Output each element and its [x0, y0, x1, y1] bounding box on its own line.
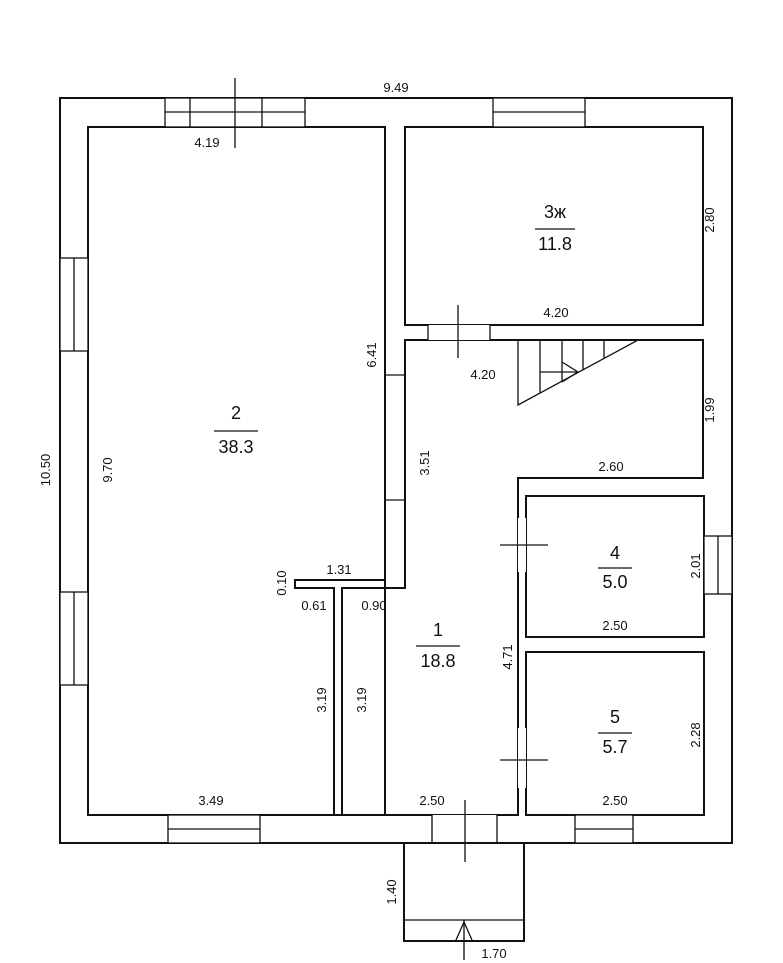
svg-text:11.8: 11.8: [538, 234, 572, 254]
dim-room2-lower-left: 3.19: [314, 687, 329, 712]
room-label-1: 1 18.8: [416, 620, 460, 671]
svg-text:18.8: 18.8: [420, 651, 455, 671]
dim-room5-width: 2.50: [602, 793, 627, 808]
dim-room1-width: 2.50: [419, 793, 444, 808]
dim-room5-height: 2.28: [688, 722, 703, 747]
room-3-outline: [404, 126, 704, 326]
door-entrance: [431, 800, 498, 862]
svg-text:4: 4: [610, 543, 620, 563]
window-left-lower: [59, 591, 89, 686]
svg-text:1: 1: [433, 620, 443, 640]
dim-porch-width: 1.70: [481, 946, 506, 961]
dim-corridor-height: 3.51: [417, 450, 432, 475]
dim-overall-height: 10.50: [38, 454, 53, 487]
dim-room4-height: 2.01: [688, 553, 703, 578]
window-bottom-right: [574, 814, 634, 844]
staircase: [517, 339, 639, 407]
room-label-4: 4 5.0: [598, 543, 632, 592]
dim-step-a: 0.61: [301, 598, 326, 613]
dim-hall-width: 2.60: [598, 459, 623, 474]
room-label-3: 3ж 11.8: [535, 202, 575, 254]
dim-room1-right: 4.71: [500, 644, 515, 669]
svg-text:3ж: 3ж: [544, 202, 566, 222]
svg-text:5.7: 5.7: [602, 737, 627, 757]
room-1-outline: [341, 339, 704, 816]
dim-room2-top: 4.19: [194, 135, 219, 150]
dim-porch-depth: 1.40: [384, 879, 399, 904]
dim-stair-width: 4.20: [470, 367, 495, 382]
svg-text:38.3: 38.3: [218, 437, 253, 457]
porch: [403, 842, 525, 960]
svg-text:2: 2: [231, 403, 241, 423]
dim-room3-height: 2.80: [702, 207, 717, 232]
room-label-2: 2 38.3: [214, 403, 258, 457]
dim-room1-left: 3.19: [354, 687, 369, 712]
dim-room2-right: 6.41: [364, 342, 379, 367]
dim-overall-width: 9.49: [383, 80, 408, 95]
window-bottom-left: [167, 814, 261, 844]
svg-text:5: 5: [610, 707, 620, 727]
dim-room3-width: 4.20: [543, 305, 568, 320]
window-right: [703, 535, 733, 595]
dim-room2-height: 9.70: [100, 457, 115, 482]
outer-wall-exterior: [59, 97, 733, 844]
room-label-5: 5 5.7: [598, 707, 632, 757]
dim-room2-bottom: 3.49: [198, 793, 223, 808]
dim-hall-height: 1.99: [702, 397, 717, 422]
dim-room4-width: 2.50: [602, 618, 627, 633]
window-top-right: [492, 97, 586, 128]
window-left-upper: [59, 257, 89, 352]
dim-wall-thickness: 0.10: [274, 570, 289, 595]
window-top-left: [164, 78, 306, 148]
room-4-outline: [525, 495, 705, 638]
dim-step-b: 0.90: [361, 598, 386, 613]
door-room-4: [500, 518, 548, 572]
room-2-right-wall: [294, 127, 386, 815]
door-room-5: [500, 728, 548, 788]
svg-text:5.0: 5.0: [602, 572, 627, 592]
dim-wall-stub: 1.31: [326, 562, 351, 577]
door-room-3: [427, 305, 491, 358]
room-2-outline: [87, 126, 386, 816]
